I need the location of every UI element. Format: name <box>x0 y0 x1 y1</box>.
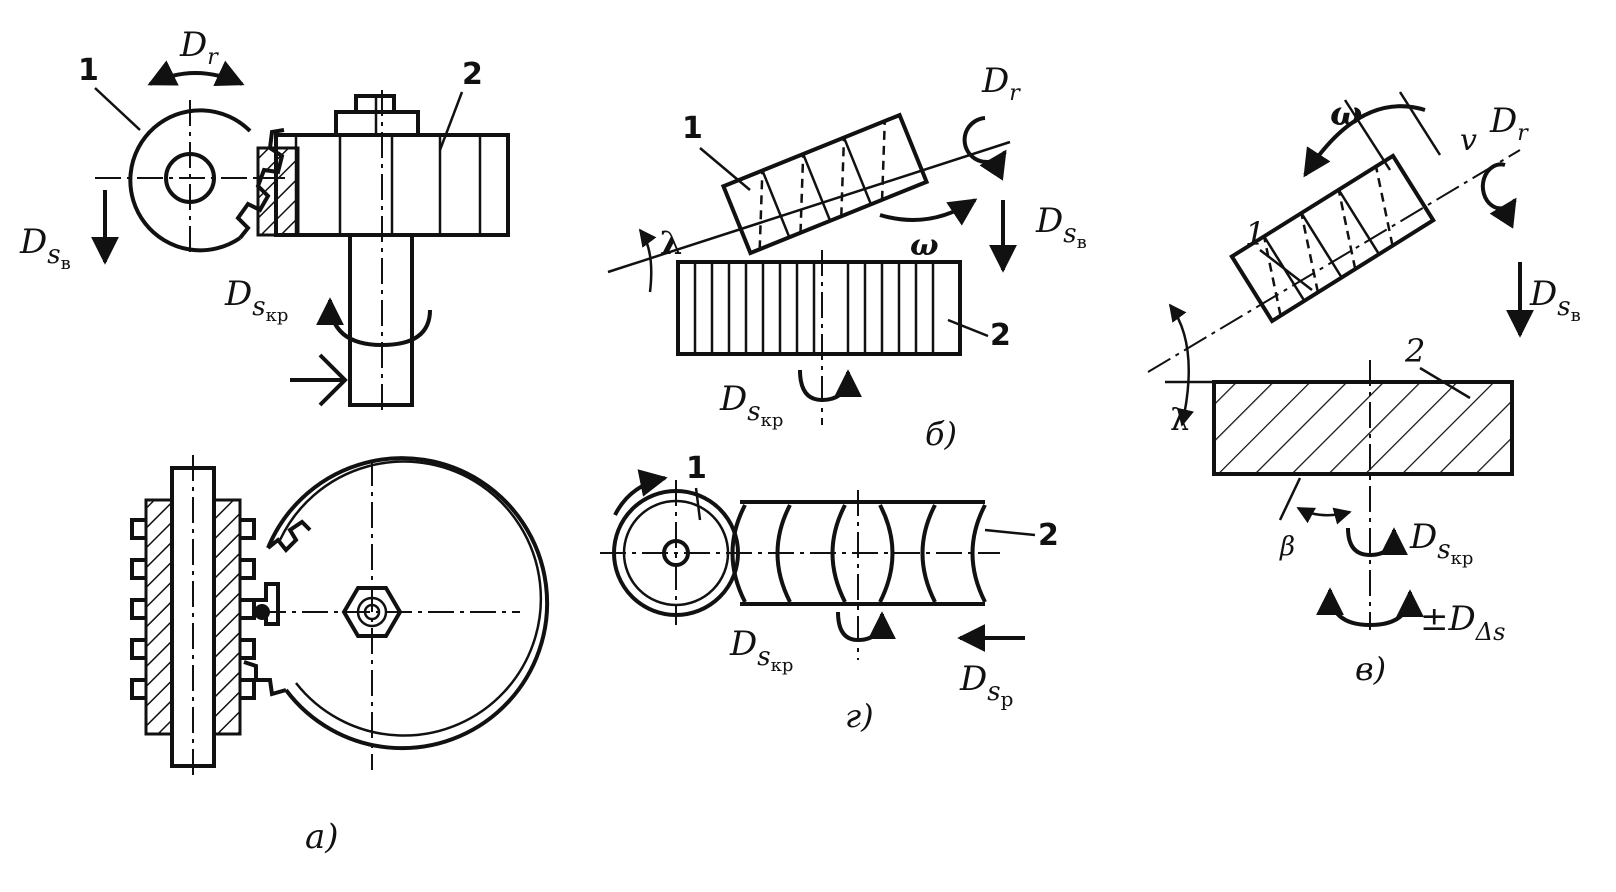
v-label-beta: β <box>1279 532 1295 562</box>
v-label-delta: ±DΔs <box>1420 599 1505 646</box>
side-disc-outer <box>266 456 550 751</box>
caption-v: в) <box>1355 650 1386 688</box>
panel-a-top-view: 1 2 Dr Dsв Dsкр <box>19 25 510 410</box>
v-label-lambda: λ <box>1170 403 1189 438</box>
v-label-v: v <box>1460 123 1477 158</box>
shaver-1-body <box>128 108 252 253</box>
v-label-feed-v: Dsв <box>1529 274 1581 326</box>
label-rotation-dr: Dr <box>179 25 219 70</box>
v-label-feed-kr: Dsкр <box>1409 517 1473 569</box>
v-shaver-1 <box>1229 153 1437 324</box>
rotation-arrow-dr <box>147 60 245 87</box>
contact-zone-hatch <box>256 146 300 237</box>
panel-b: 1 2 λ ω Dr Dsв Dsкр б) <box>607 61 1087 453</box>
b-label-feed-kr: Dsкр <box>719 379 783 431</box>
label-part-1: 1 <box>78 53 99 88</box>
b-label-part-2: 2 <box>990 318 1011 353</box>
v-label-part-2: 2 <box>1404 332 1425 370</box>
v-label-dr: Dr <box>1489 101 1529 146</box>
b-label-omega: ω <box>910 228 939 263</box>
b-axis-line <box>607 140 1011 274</box>
b-rotation-arrow <box>962 116 1007 181</box>
center-symbol <box>290 353 348 407</box>
v-workpiece-2 <box>1212 380 1514 476</box>
v-label-part-1: 1 <box>1245 215 1265 253</box>
b-label-part-1: 1 <box>682 111 703 146</box>
v-label-omega: ω <box>1330 94 1362 134</box>
g-label-feed-r: Dsр <box>959 659 1013 711</box>
swing-arrow <box>316 297 432 348</box>
b-label-dr: Dr <box>981 61 1021 106</box>
caption-g: г) <box>845 697 874 735</box>
b-workpiece-2 <box>676 260 962 356</box>
g-label-part-1: 1 <box>686 451 707 486</box>
label-feed-vertical: Dsв <box>19 222 71 274</box>
label-part-2: 2 <box>462 57 483 92</box>
caption-b: б) <box>925 415 957 453</box>
g-workpiece-2 <box>740 500 985 606</box>
g-label-feed-kr: Dsкр <box>729 624 793 676</box>
panel-a-side-view: а) <box>130 455 550 857</box>
g-label-part-2: 2 <box>1038 518 1059 553</box>
label-feed-circular: Dsкр <box>224 274 288 326</box>
caption-a: а) <box>305 817 339 857</box>
panel-v: 1 2 λ β ω v Dr Dsв Dsкр ±DΔs в) <box>1147 91 1581 688</box>
b-shaver-1 <box>720 112 930 256</box>
b-label-lambda: λ <box>660 224 682 262</box>
panel-g: 1 2 Dsкр Dsр г) <box>600 451 1059 735</box>
b-label-feed-v: Dsв <box>1035 201 1087 253</box>
